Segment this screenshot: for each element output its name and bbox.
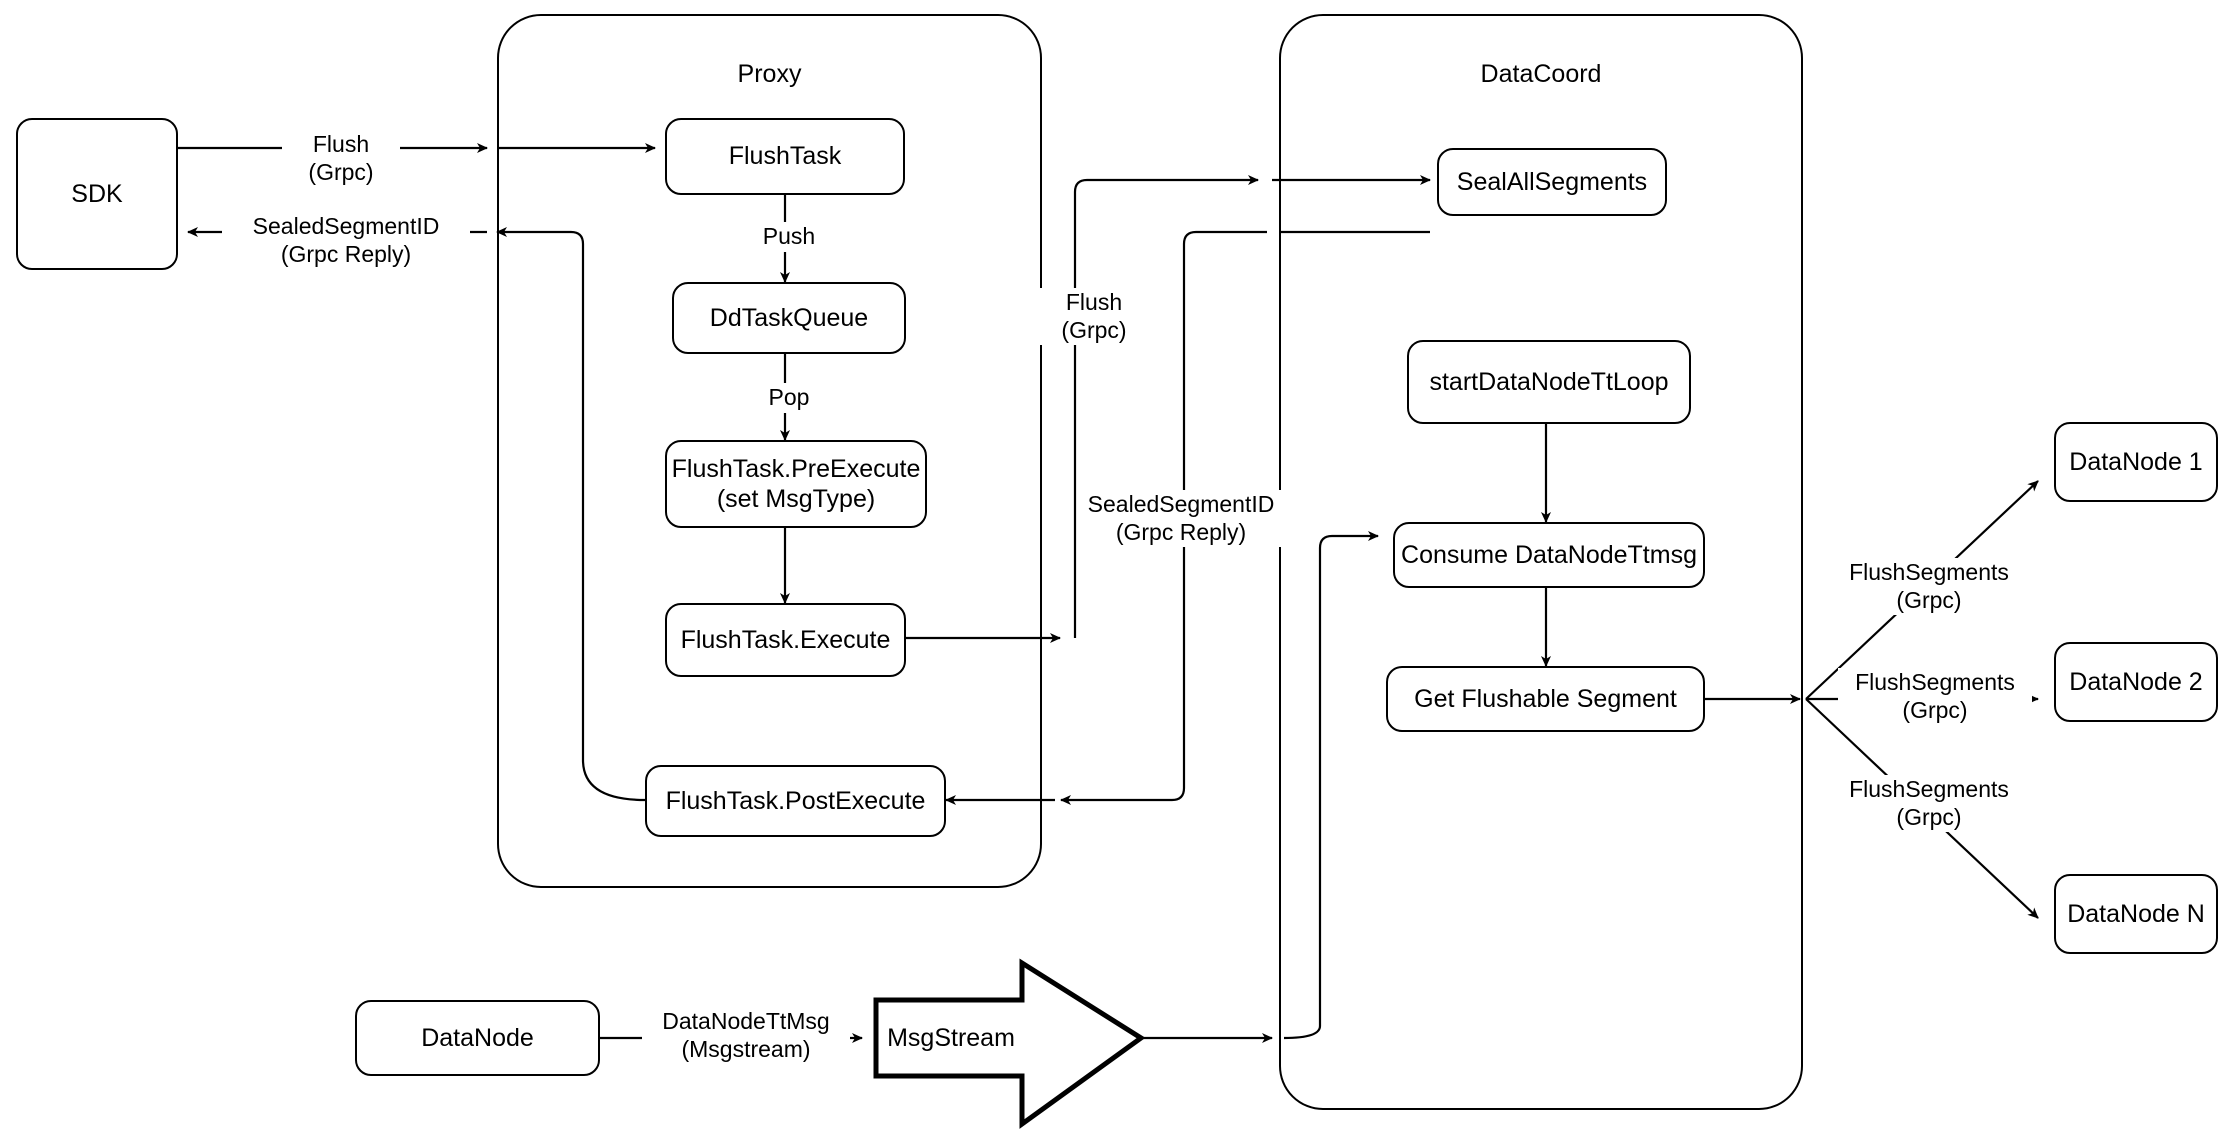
edge-label-proxy-to-datacoord: Flush (Grpc): [1040, 288, 1148, 346]
container-proxy-title: Proxy: [737, 60, 802, 88]
node-flush-task-preexecute[interactable]: FlushTask.PreExecute (set MsgType): [665, 440, 927, 528]
node-datanode-1[interactable]: DataNode 1: [2054, 422, 2218, 502]
node-datanode-n[interactable]: DataNode N: [2054, 874, 2218, 954]
edge-label-sdk-to-proxy: Flush (Grpc): [282, 130, 400, 188]
edge-label-flush-segments-1: FlushSegments (Grpc): [1832, 558, 2026, 616]
edge-label-datacoord-to-proxy: SealedSegmentID (Grpc Reply): [1077, 490, 1285, 548]
edge-label-flush-segments-2: FlushSegments (Grpc): [1838, 668, 2032, 726]
msgstream-arrow-shape: [873, 958, 1146, 1129]
node-datanode-source[interactable]: DataNode: [355, 1000, 600, 1076]
container-proxy: [497, 14, 1042, 888]
node-flush-task-execute[interactable]: FlushTask.Execute: [665, 603, 906, 677]
node-flush-task-postexecute[interactable]: FlushTask.PostExecute: [645, 765, 946, 837]
node-consume-datanode-ttmsg[interactable]: Consume DataNodeTtmsg: [1393, 522, 1705, 588]
node-msgstream[interactable]: MsgStream: [887, 1024, 1015, 1052]
node-get-flushable-segment[interactable]: Get Flushable Segment: [1386, 666, 1705, 732]
edge-postexecute-to-reply: [496, 227, 646, 802]
container-datacoord-title: DataCoord: [1480, 60, 1602, 88]
node-datanode-2[interactable]: DataNode 2: [2054, 642, 2218, 722]
edge-label-proxy-to-sdk: SealedSegmentID (Grpc Reply): [222, 212, 470, 270]
edge-label-push: Push: [745, 222, 833, 252]
container-datacoord: [1279, 14, 1803, 1110]
edge-label-datanode-tt-msg: DataNodeTtMsg (Msgstream): [642, 1007, 850, 1065]
node-seal-all-segments[interactable]: SealAllSegments: [1437, 148, 1667, 216]
edge-label-pop: Pop: [750, 383, 828, 413]
node-dd-task-queue[interactable]: DdTaskQueue: [672, 282, 906, 354]
node-flush-task[interactable]: FlushTask: [665, 118, 905, 195]
edge-label-flush-segments-n: FlushSegments (Grpc): [1832, 775, 2026, 833]
node-start-datanode-ttloop[interactable]: startDataNodeTtLoop: [1407, 340, 1691, 424]
edge-flush-rail-up: [1073, 175, 1259, 638]
edge-datacoord-rail-to-consume: [1283, 531, 1379, 1040]
node-sdk[interactable]: SDK: [16, 118, 178, 270]
